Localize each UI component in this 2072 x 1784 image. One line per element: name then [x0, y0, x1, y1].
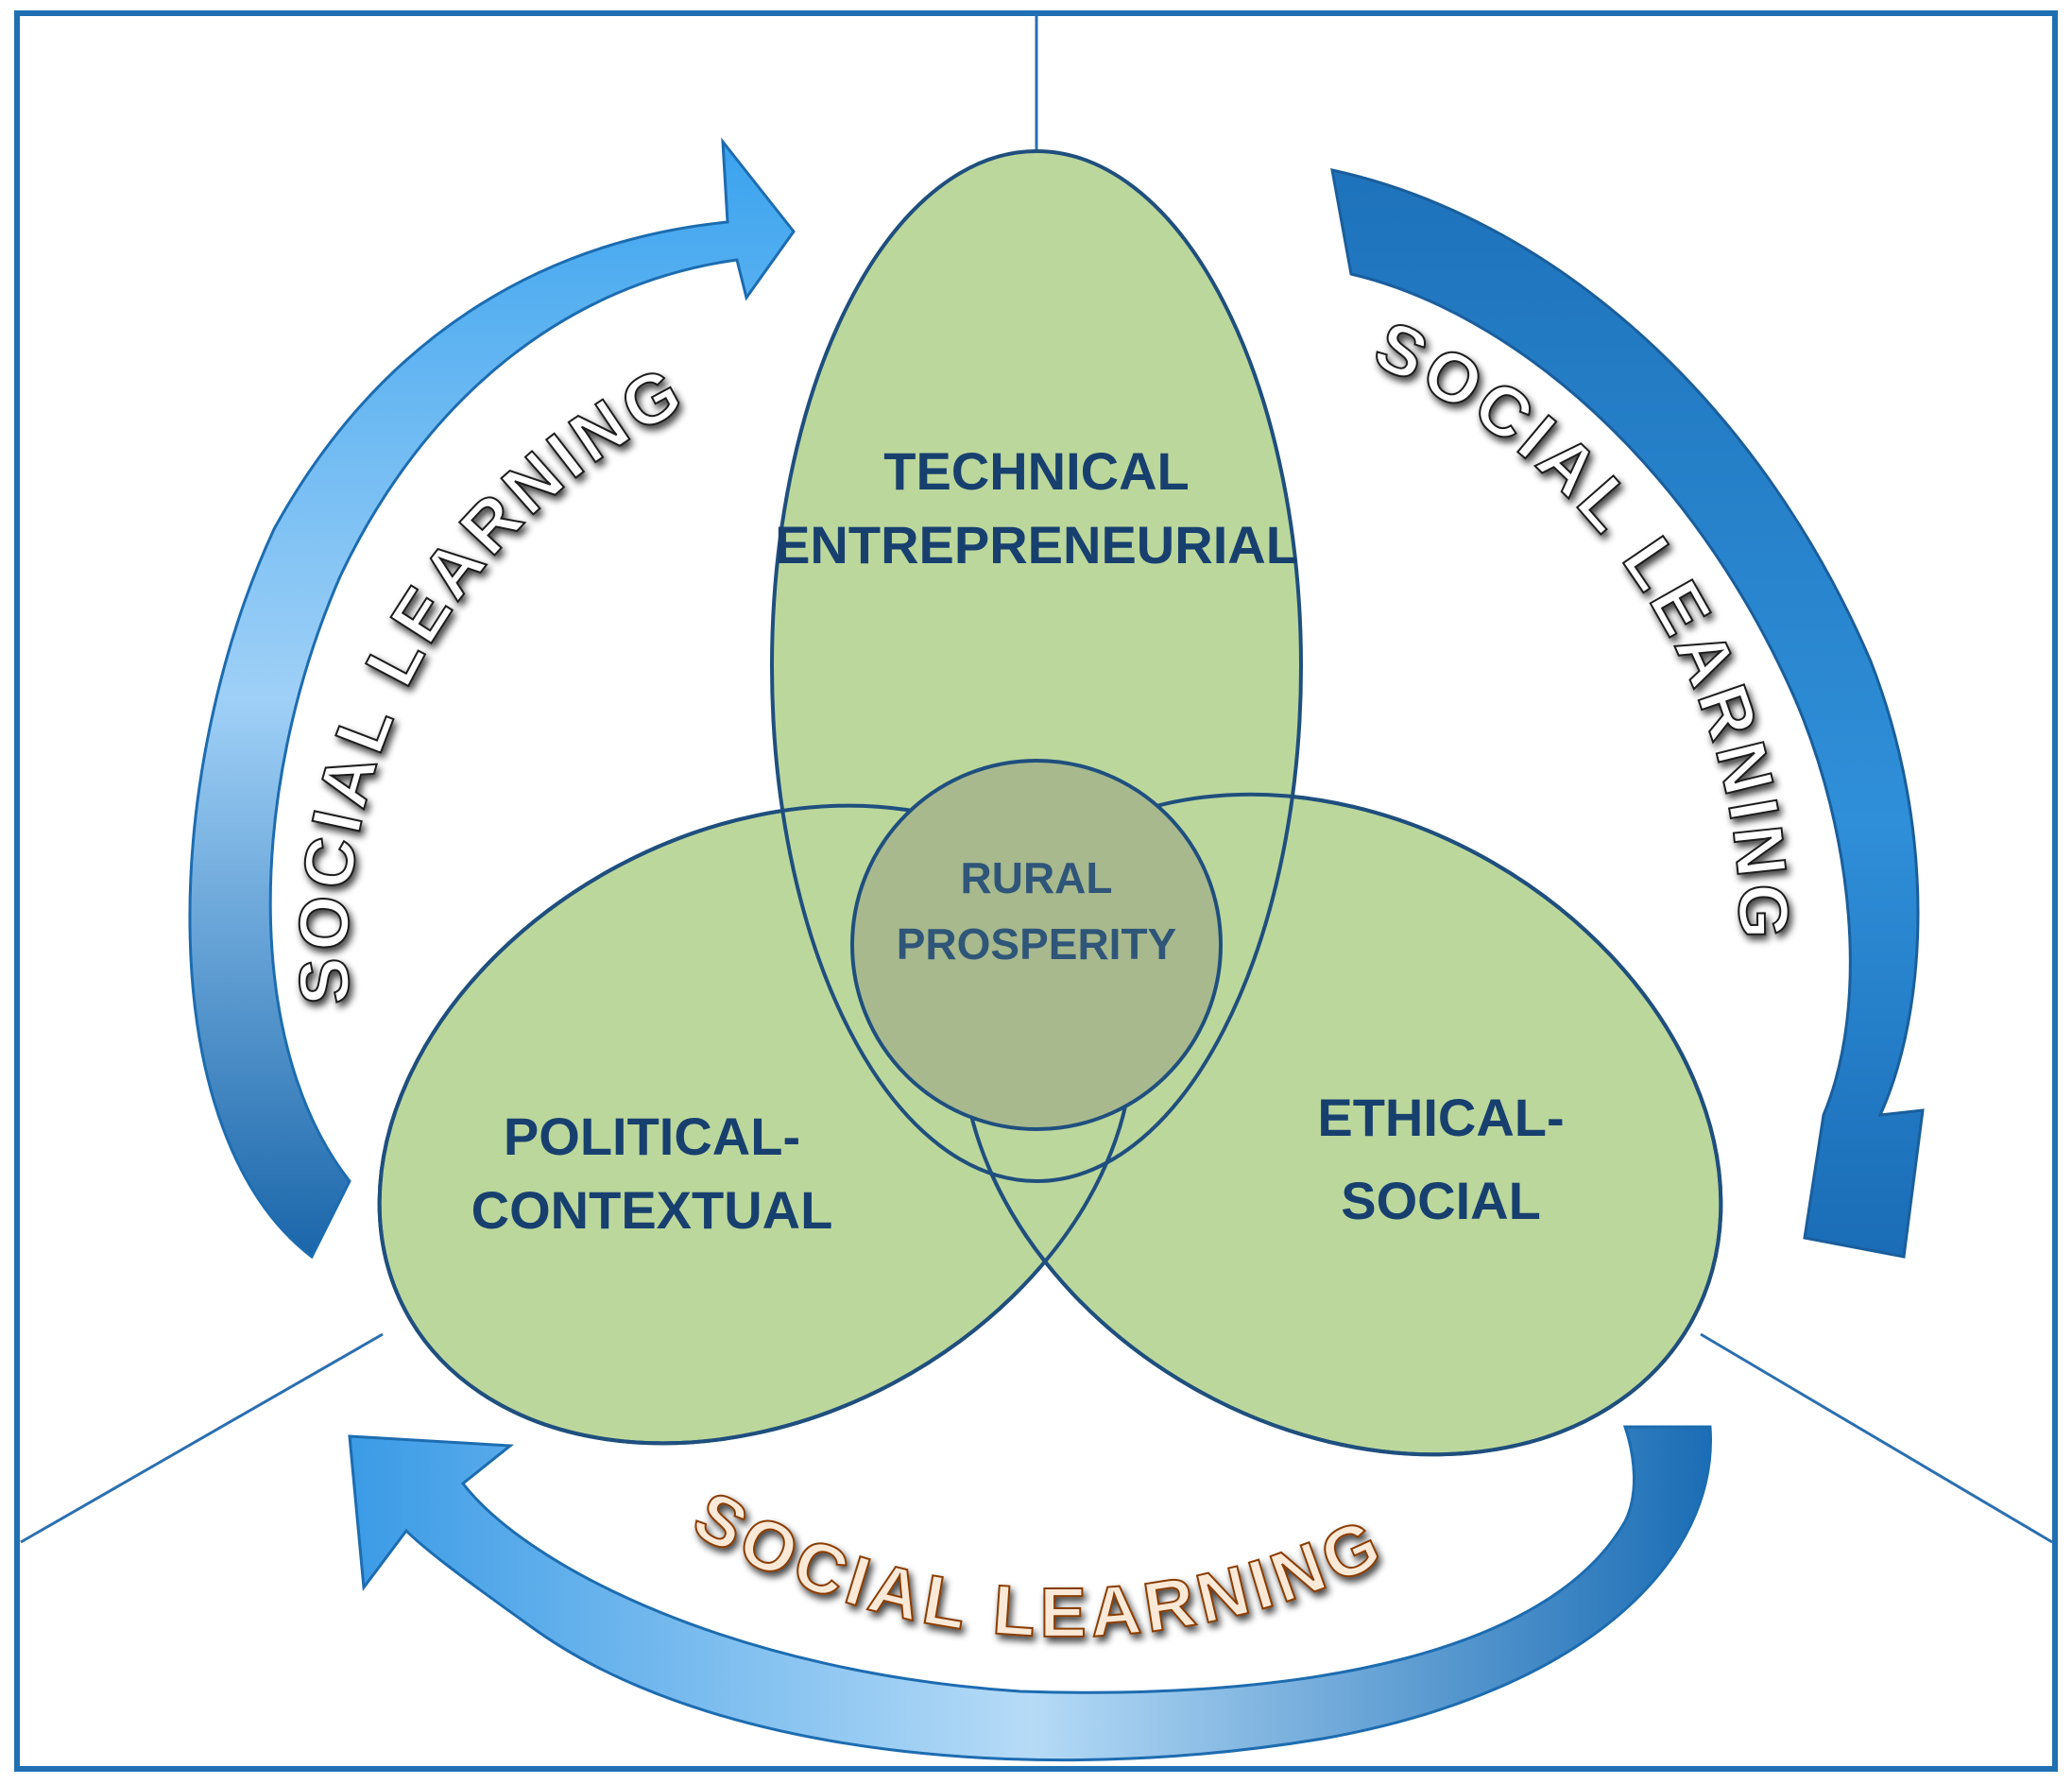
- technical-label-line1: TECHNICAL: [883, 441, 1190, 501]
- left-cycle-arrow: [188, 137, 796, 1260]
- technical-label-line2: ENTREPRENEURIAL: [775, 515, 1298, 575]
- ethical-label-line1: ETHICAL-: [1317, 1088, 1564, 1147]
- political-label-line2: CONTEXTUAL: [471, 1180, 833, 1240]
- political-label-line1: POLITICAL-: [504, 1106, 800, 1166]
- center-circle: [850, 759, 1223, 1131]
- ethical-label-line2: SOCIAL: [1341, 1171, 1541, 1230]
- bottom-cycle-arrow: [348, 1425, 1712, 1762]
- divider-left: [20, 1332, 384, 1544]
- cycle-label-bottom: SOCIAL LEARNING: [681, 1476, 1396, 1652]
- right-cycle-arrow: [1330, 168, 1925, 1259]
- center-label-line2: PROSPERITY: [897, 919, 1177, 969]
- center-label-line1: RURAL: [961, 853, 1113, 902]
- divider-right: [1700, 1332, 2053, 1544]
